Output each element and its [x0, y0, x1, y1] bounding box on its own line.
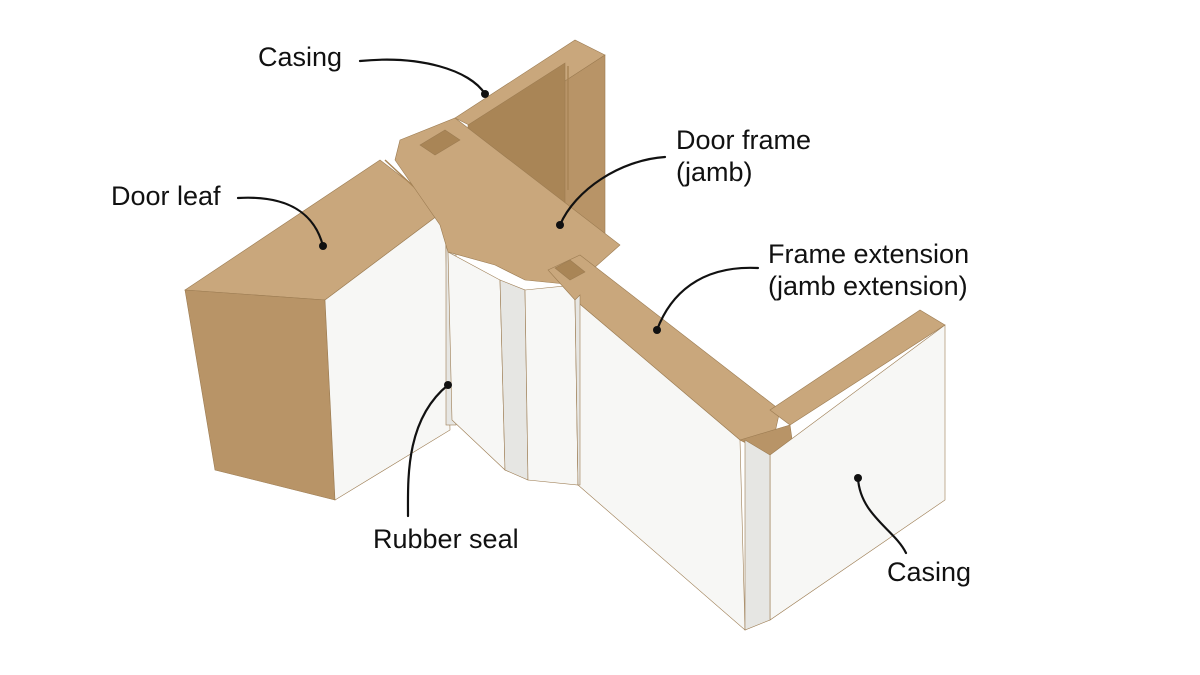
label-door-leaf-text: Door leaf — [111, 181, 221, 211]
casing-right-part — [739, 309, 946, 631]
door-frame-face-2 — [499, 279, 529, 481]
frame-extension-notch — [554, 259, 586, 281]
label-door-frame: Door frame (jamb) — [676, 124, 811, 188]
label-frame-extension: Frame extension (jamb extension) — [768, 238, 969, 302]
leader-dot-rubber-seal — [444, 381, 452, 389]
leader-dot-frame-extension — [653, 326, 661, 334]
frame-extension-part — [547, 254, 781, 631]
door-frame-notch — [419, 129, 461, 156]
door-leaf-part — [184, 159, 456, 501]
door-frame-part — [394, 117, 621, 486]
frame-extension-edge — [574, 294, 581, 486]
casing-right-edge — [744, 439, 771, 631]
leader-dot-casing-top — [481, 90, 489, 98]
label-door-leaf: Door leaf — [111, 180, 221, 212]
label-frame-extension-line1: Frame extension — [768, 239, 970, 269]
leader-dot-door-frame — [556, 221, 564, 229]
leader-frame-extension — [655, 266, 760, 332]
leader-door-leaf — [236, 196, 325, 248]
door-frame-face-1 — [447, 251, 506, 471]
label-frame-extension-line2: (jamb extension) — [768, 271, 968, 301]
door-frame-face-3 — [524, 284, 579, 486]
label-door-frame-line2: (jamb) — [676, 157, 753, 187]
leader-rubber-seal — [406, 383, 450, 518]
door-frame-top — [394, 117, 621, 286]
leader-casing-top — [358, 58, 487, 96]
leader-dot-casing-right — [854, 474, 862, 482]
label-casing-top-text: Casing — [258, 42, 343, 72]
label-rubber-seal-text: Rubber seal — [373, 524, 519, 554]
door-leaf-end — [184, 289, 336, 501]
label-casing-right-text: Casing — [887, 557, 972, 587]
label-door-frame-line1: Door frame — [676, 125, 812, 155]
leader-dot-door-leaf — [319, 242, 327, 250]
label-casing-right: Casing — [887, 556, 971, 588]
label-rubber-seal: Rubber seal — [373, 523, 519, 555]
label-casing-top: Casing — [258, 41, 342, 73]
leader-casing-right — [856, 476, 908, 555]
leader-door-frame — [558, 155, 667, 227]
